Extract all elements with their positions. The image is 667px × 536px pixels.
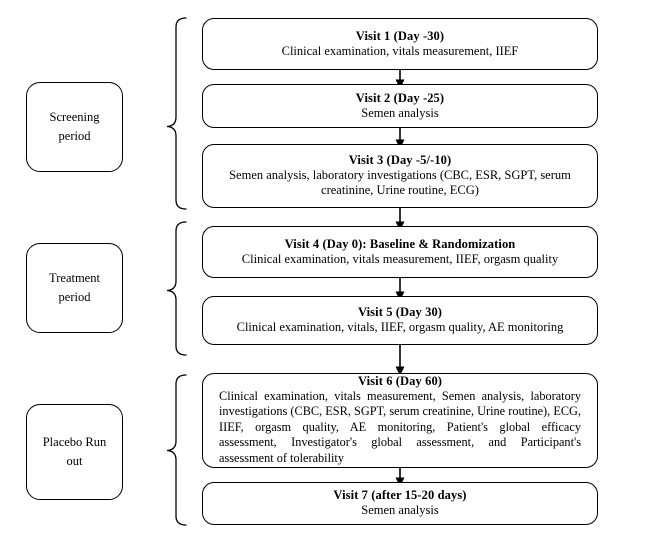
visit-box-2: Visit 2 (Day -25) Semen analysis bbox=[202, 84, 598, 128]
period-label-screening-line2: period bbox=[58, 129, 91, 143]
visit-3-body: Semen analysis, laboratory investigation… bbox=[229, 168, 571, 197]
visit-5-title: Visit 5 (Day 30) bbox=[357, 305, 443, 319]
period-label-screening-line1: Screening bbox=[49, 110, 100, 124]
visit-6-title: Visit 6 (Day 60) bbox=[357, 373, 443, 388]
visit-7-body: Semen analysis bbox=[361, 503, 439, 517]
brace-treatment bbox=[166, 221, 187, 356]
visit-box-5: Visit 5 (Day 30) Clinical examination, v… bbox=[202, 296, 598, 345]
visit-2-title: Visit 2 (Day -25) bbox=[355, 90, 445, 105]
period-box-treatment: Treatment period bbox=[26, 243, 123, 333]
visit-4-body: Clinical examination, vitals measurement… bbox=[241, 251, 559, 266]
visit-box-6: Visit 6 (Day 60) Clinical examination, v… bbox=[202, 373, 598, 468]
brace-placebo bbox=[166, 374, 187, 526]
visit-1-title: Visit 1 (Day -30) bbox=[355, 28, 445, 43]
visit-box-3: Visit 3 (Day -5/-10) Semen analysis, lab… bbox=[202, 144, 598, 208]
period-box-screening: Screening period bbox=[26, 82, 123, 172]
period-label-placebo: Placebo Run out bbox=[43, 433, 107, 471]
period-label-placebo-line1: Placebo Run bbox=[42, 435, 107, 449]
visit-5-body: Clinical examination, vitals, IIEF, orga… bbox=[236, 320, 564, 334]
visit-2-body: Semen analysis bbox=[361, 105, 439, 120]
visit-4-title: Visit 4 (Day 0): Baseline & Randomizatio… bbox=[284, 236, 516, 251]
period-label-treatment: Treatment period bbox=[49, 269, 100, 307]
period-label-treatment-line2: period bbox=[58, 290, 91, 304]
visit-7-title: Visit 7 (after 15-20 days) bbox=[333, 488, 467, 502]
period-label-screening: Screening period bbox=[50, 108, 100, 146]
visit-box-1: Visit 1 (Day -30) Clinical examination, … bbox=[202, 18, 598, 70]
visit-box-7: Visit 7 (after 15-20 days) Semen analysi… bbox=[202, 482, 598, 525]
visit-1-body: Clinical examination, vitals measurement… bbox=[281, 43, 519, 58]
period-label-placebo-line2: out bbox=[66, 454, 83, 468]
visit-3-title: Visit 3 (Day -5/-10) bbox=[348, 153, 452, 167]
visit-6-body: Clinical examination, vitals measurement… bbox=[219, 388, 581, 465]
period-box-placebo: Placebo Run out bbox=[26, 404, 123, 500]
visit-box-4: Visit 4 (Day 0): Baseline & Randomizatio… bbox=[202, 226, 598, 278]
brace-screening bbox=[166, 17, 187, 210]
period-label-treatment-line1: Treatment bbox=[49, 271, 100, 285]
